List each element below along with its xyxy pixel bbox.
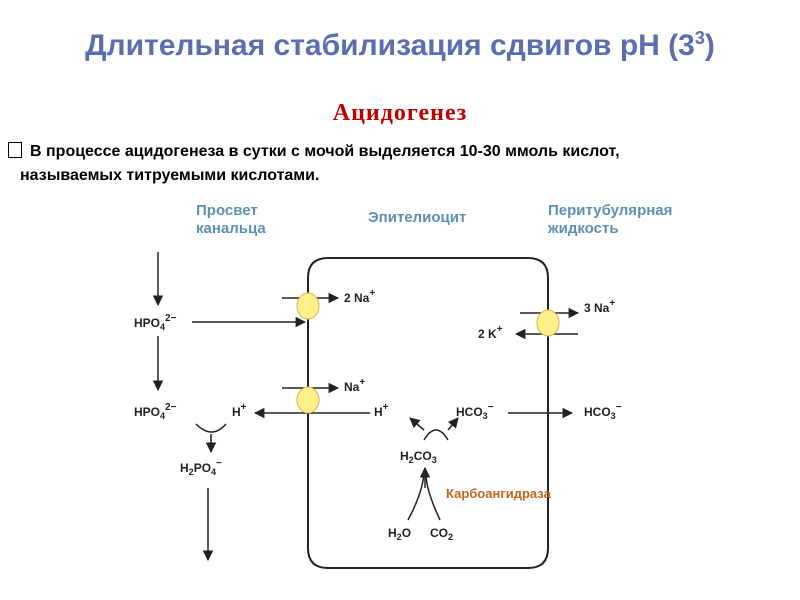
arrow-to-h-cell (409, 417, 425, 431)
slide-paragraph: В процессе ацидогенеза в сутки с мочой в… (8, 140, 788, 188)
bullet-box-icon (8, 142, 22, 158)
cell-membrane-outline (307, 257, 549, 569)
enzyme-label: Карбоангидраза (446, 486, 552, 501)
arrow-h2o-co2-combine (407, 469, 441, 521)
slide-subtitle: Ацидогенез (332, 100, 468, 126)
slide-title-close: ) (704, 29, 715, 62)
paragraph-line-2: называемых титруемыми кислотами. (20, 167, 320, 184)
label-h2po4: H2PO4− (180, 458, 222, 477)
label-h2o: H2O (388, 526, 411, 542)
transporter-na-top (296, 292, 320, 320)
label-2k: 2 K+ (478, 324, 503, 341)
label-hpo4-mid: HPO42− (134, 402, 177, 421)
header-lumen-line2: канальца (196, 220, 266, 237)
label-h-cell: H+ (374, 402, 389, 419)
arrow-h2co3-dissociation (423, 429, 449, 441)
label-h-lumen: H+ (232, 402, 247, 419)
label-h2co3: H2CO3 (400, 449, 437, 465)
label-hco3-out: HCO3− (584, 402, 622, 421)
slide-title-superscript: 3 (694, 28, 705, 48)
slide-title: Длительная стабилизация сдвигов рН (33) (0, 28, 800, 63)
header-peritubular-line1: Перитубулярная (548, 202, 672, 219)
paragraph-text-1: В процессе ацидогенеза в сутки с мочой в… (30, 143, 620, 160)
label-hco3-cell: HCO3− (456, 402, 494, 421)
slide-title-text: Длительная стабилизация сдвигов рН (3 (85, 29, 695, 62)
label-co2: CO2 (430, 526, 453, 542)
header-epithelium: Эпителиоцит (368, 209, 466, 226)
arrow-to-hco3 (447, 417, 459, 431)
label-2na: 2 Na+ (344, 288, 375, 305)
label-hpo4-top: HPO42− (134, 313, 177, 332)
label-3na: 3 Na+ (584, 298, 615, 315)
transporter-na-k-atpase (536, 309, 560, 337)
arrow-combine-to-h2po4 (195, 423, 227, 433)
transporter-na-h (296, 386, 320, 414)
label-na: Na+ (344, 377, 365, 394)
header-peritubular-line2: жидкость (547, 220, 619, 237)
header-lumen-line1: Просвет (196, 202, 258, 219)
paragraph-line-1: В процессе ацидогенеза в сутки с мочой в… (8, 140, 788, 164)
